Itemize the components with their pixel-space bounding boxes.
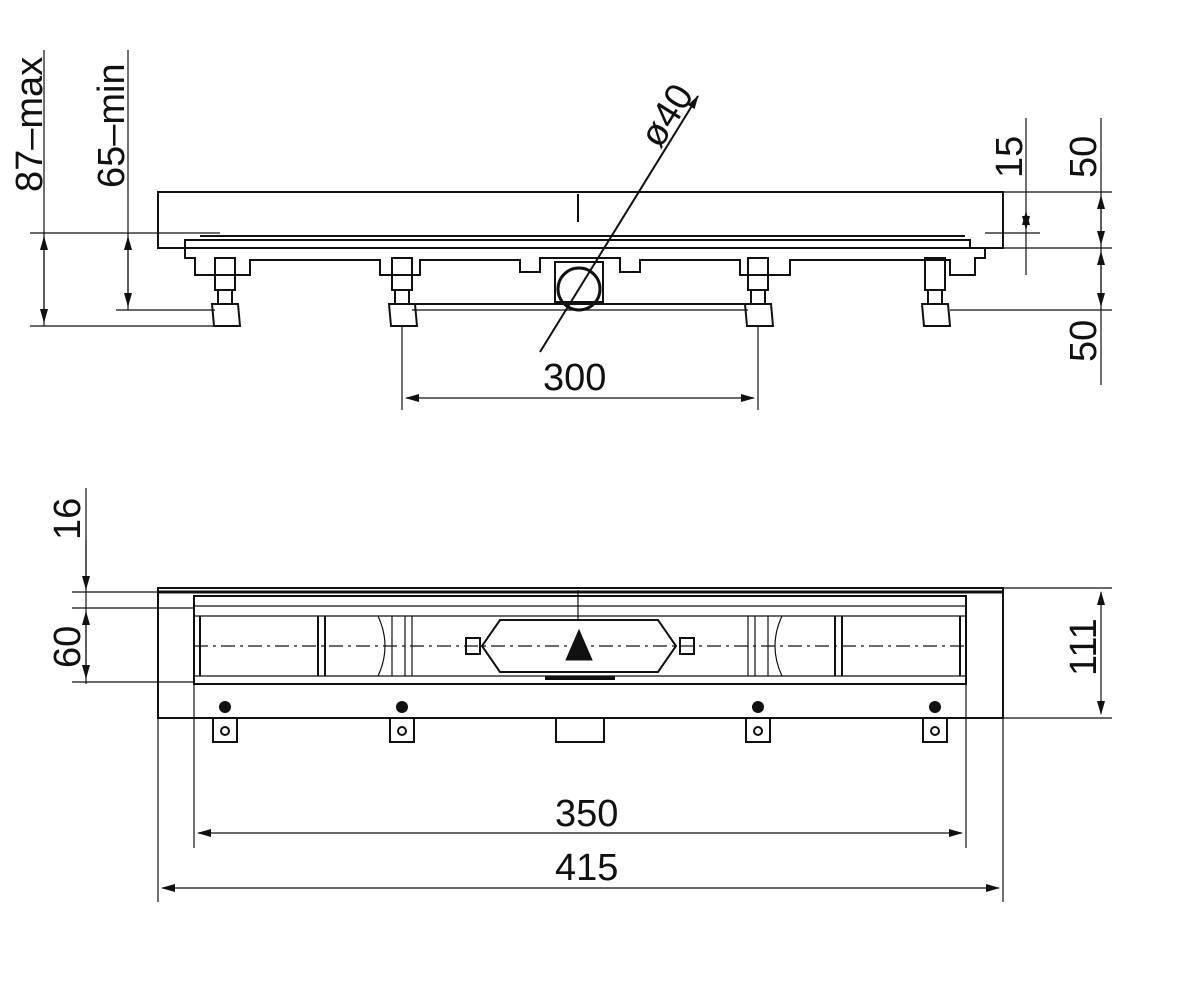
min-height-label: 65–min [91,63,133,188]
overall-depth-label: 111 [1063,618,1105,676]
pipe-diameter-label: ø40 [632,77,702,155]
mount-2 [389,701,415,743]
top-view: 16 60 111 350 415 [47,488,1112,902]
overall-length-label: 415 [555,847,618,889]
channel-body [184,239,986,276]
mount-4 [922,701,948,743]
mount-1 [212,701,238,743]
outlet-pipe [556,266,602,312]
channel-width-label: 60 [47,626,89,668]
outlet-marker-icon [565,628,593,661]
max-height-label: 87–max [9,57,51,192]
foot-3 [743,257,775,327]
foot-2 [387,257,419,327]
grate-thickness-label: 15 [989,136,1031,178]
sump [480,619,678,673]
foot-4 [920,257,952,327]
upper-height-label: 50 [1063,136,1105,178]
feet-spacing-label: 300 [543,357,606,399]
lower-height-label: 50 [1063,320,1105,362]
foot-1 [210,257,242,327]
mount-3 [745,701,771,743]
side-view: ø40 87–max 65–min 15 50 50 300 [9,50,1112,410]
top-offset-label: 16 [47,498,89,540]
inner-length-label: 350 [555,793,618,835]
